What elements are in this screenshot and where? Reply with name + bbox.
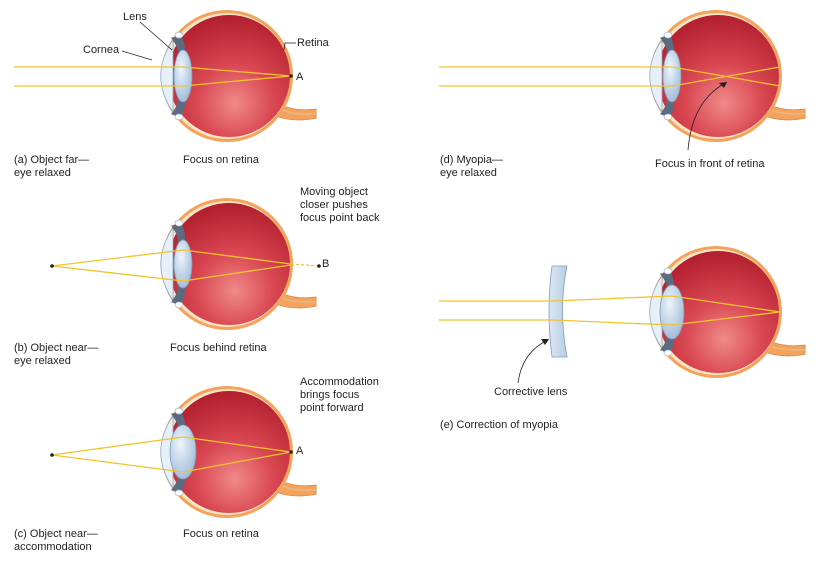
note-c: Accommodation brings focus point forward — [300, 376, 379, 414]
corrective-lens-arrow — [517, 339, 549, 384]
ciliary-body-top — [174, 31, 184, 39]
focus-label-d: Focus in front of retina — [655, 158, 765, 170]
lens-label: Lens — [123, 11, 147, 23]
object-point-b — [50, 264, 54, 268]
caption-d: (d) Myopia— eye relaxed — [440, 154, 503, 179]
focus-point-b — [317, 264, 321, 268]
eyeball-c — [160, 386, 317, 518]
ray-b-extension — [290, 263, 319, 267]
vitreous-body — [657, 251, 779, 373]
ray-c-bottom-out — [182, 451, 292, 473]
focus-point-c — [289, 450, 293, 454]
ray-d-bottom-out — [671, 66, 781, 87]
ray-e-top-out — [671, 295, 781, 313]
eyeball-b — [160, 198, 317, 330]
ciliary-body-bottom — [174, 113, 184, 121]
ciliary-body-top — [663, 267, 673, 275]
retina-leader — [283, 42, 296, 51]
leader-lines-layer — [50, 21, 728, 457]
ray-c-top-in — [51, 436, 184, 456]
light-rays-layer — [14, 66, 781, 473]
ciliary-body-top — [663, 31, 673, 39]
ray-b-bottom-out — [182, 264, 292, 282]
caption-c: (c) Object near— accommodation — [14, 528, 98, 553]
focus-point-b-label: B — [322, 258, 330, 270]
lens — [662, 49, 682, 103]
focus-point-c-label: A — [296, 445, 304, 457]
corrective-lens-arrowhead — [541, 339, 549, 345]
lens — [173, 239, 193, 289]
vitreous-body — [168, 203, 290, 325]
focus-label-c: Focus on retina — [183, 528, 259, 540]
focus-d-arrowhead — [719, 82, 727, 88]
caption-b: (b) Object near— eye relaxed — [14, 342, 99, 367]
cornea — [649, 38, 663, 114]
eyeballs-layer — [160, 10, 806, 518]
ray-e-bottom-out — [671, 311, 781, 326]
corrective-lens — [548, 265, 568, 358]
cornea — [160, 226, 174, 302]
vitreous-body — [657, 15, 779, 137]
focus-label-a: Focus on retina — [183, 154, 259, 166]
retina-label: Retina — [297, 37, 329, 49]
lens — [173, 49, 193, 103]
focus-d-arrow — [687, 81, 728, 151]
corrective-lens-label: Corrective lens — [494, 386, 568, 398]
focus-point-a-label: A — [296, 71, 304, 83]
ciliary-body-bottom — [174, 301, 184, 309]
focus-label-b: Focus behind retina — [170, 342, 267, 354]
ciliary-body-bottom — [174, 489, 184, 497]
vitreous-body — [168, 15, 290, 137]
cornea — [160, 38, 174, 114]
lens-leader — [139, 21, 173, 51]
eyeball-a — [160, 10, 317, 142]
ciliary-body-top — [174, 219, 184, 227]
eyeball-e — [649, 246, 806, 378]
object-point-c — [50, 453, 54, 457]
lens — [659, 284, 685, 340]
cornea-leader — [121, 50, 153, 61]
vitreous-body — [168, 391, 290, 513]
ciliary-body-top — [174, 407, 184, 415]
ciliary-body-bottom — [663, 113, 673, 121]
cornea-label: Cornea — [83, 44, 120, 56]
focus-point-a — [289, 74, 293, 78]
eyeball-d — [649, 10, 806, 142]
ciliary-body-bottom — [663, 349, 673, 357]
ray-e-top-diverge — [552, 295, 673, 302]
ray-c-top-out — [182, 436, 292, 453]
caption-a: (a) Object far— eye relaxed — [14, 154, 90, 179]
ray-b-top-in — [51, 249, 184, 267]
ray-b-top-out — [182, 249, 292, 265]
ray-e-bottom-diverge — [552, 319, 673, 326]
ray-c-bottom-in — [51, 454, 184, 473]
ray-a-top-out — [182, 66, 292, 77]
note-b: Moving object closer pushes focus point … — [300, 186, 380, 224]
ray-a-bottom-out — [182, 75, 292, 87]
ray-b-bottom-in — [51, 265, 184, 282]
caption-e: (e) Correction of myopia — [440, 419, 558, 431]
cornea — [649, 274, 663, 350]
